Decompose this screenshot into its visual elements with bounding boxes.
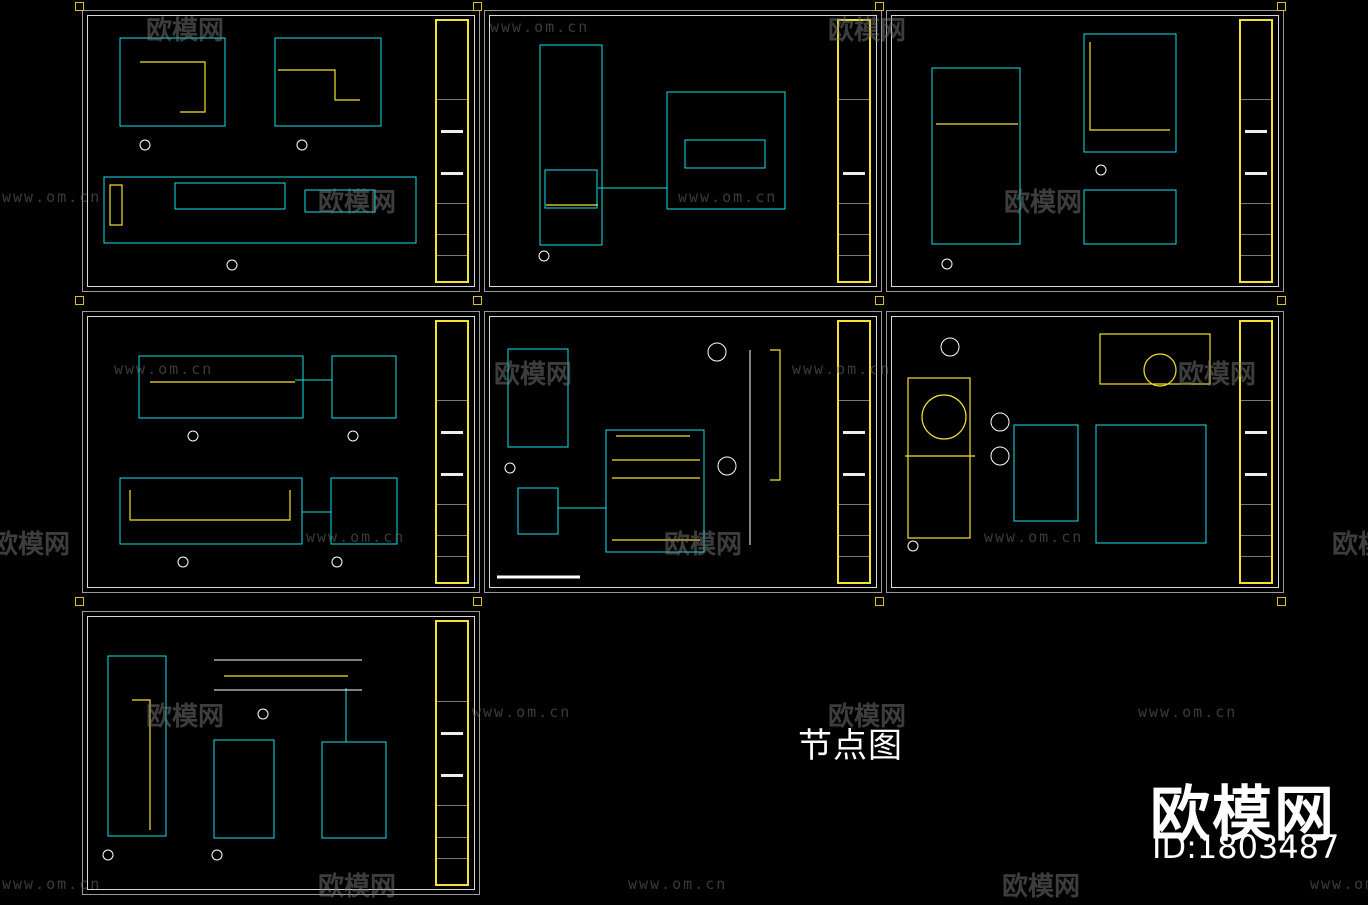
drawing-sheet-4 [82,311,480,593]
title-block [435,620,469,886]
page-title: 节点图 [798,726,903,766]
title-block [435,19,469,283]
drawing-sheet-2 [484,10,882,292]
title-block [837,320,871,584]
drawing-sheet-5 [484,311,882,593]
drawing-sheet-6 [886,311,1284,593]
drawing-sheet-7 [82,611,480,895]
title-block [435,320,469,584]
title-block [1239,19,1273,283]
title-block [837,19,871,283]
drawing-sheet-1 [82,10,480,292]
brand-logo-text: 欧模网 [1150,780,1336,850]
drawing-sheet-3 [886,10,1284,292]
asset-id-label: ID:1803487 [1152,828,1340,866]
title-block [1239,320,1273,584]
